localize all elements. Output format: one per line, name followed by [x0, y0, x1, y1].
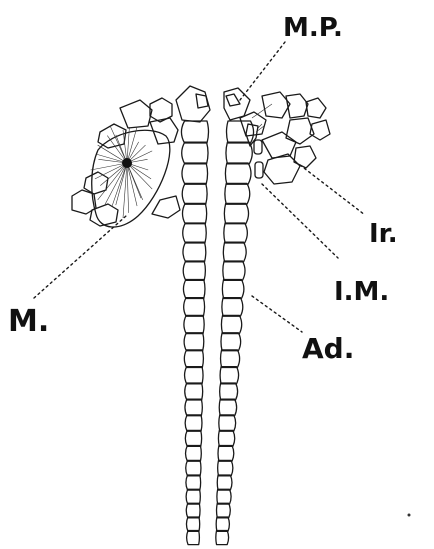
left-ambulacral-plate	[183, 279, 205, 298]
right-ambulacral-plate	[221, 333, 241, 351]
left-ambulacral-plate	[182, 203, 206, 223]
right-ambulacral-plate	[218, 460, 233, 475]
right-ambulacral-plate	[225, 163, 251, 184]
right-ambulacral-plate	[222, 279, 244, 298]
madreporite	[91, 127, 170, 227]
left-ambulacral-plate	[185, 430, 201, 446]
label-ir: Ir.	[369, 219, 398, 249]
left-ambulacral-plate	[185, 415, 202, 431]
left-ambulacral-plate	[181, 121, 208, 143]
label-im: I.M.	[334, 277, 389, 307]
left-ambulacral-plate	[184, 350, 203, 368]
label-ad: Ad.	[302, 332, 354, 365]
left-ambulacral-plate	[182, 142, 208, 164]
left-ambulacral-plate	[184, 315, 204, 333]
left-ambulacral-plate	[182, 183, 207, 204]
right-ambulacral-plate	[219, 415, 236, 431]
left-ambulacral-plate	[186, 460, 201, 475]
left-ambulacral-plate	[185, 367, 203, 384]
right-ambulacral-plate	[218, 446, 234, 462]
right-ambulacral-plate	[223, 242, 246, 262]
left-ambulacral-plate	[183, 242, 206, 262]
right-ambulacral-plate	[224, 203, 248, 223]
leader-mp	[240, 42, 285, 100]
left-ambulacral-plate	[184, 333, 204, 351]
label-m: M.	[8, 304, 49, 339]
madreporite-hatch-line	[127, 163, 129, 213]
left-ambulacral-plate	[186, 517, 199, 531]
right-plate-column	[216, 121, 254, 545]
leader-m	[34, 216, 126, 298]
right-ambulacral-plate	[217, 489, 231, 504]
right-ambulacral-plate	[218, 430, 234, 446]
leader-ir	[300, 165, 365, 215]
left-tip-plate-inner	[196, 94, 208, 108]
right-ambulacral-plate	[222, 298, 243, 317]
leader-im	[262, 184, 338, 258]
left-ambulacral-plate	[186, 489, 200, 504]
left-ambulacral-plate	[186, 475, 201, 490]
right-ambulacral-plate	[217, 503, 231, 518]
left-ambulacral-plate	[186, 446, 202, 462]
right-ambulacral-plate	[216, 531, 229, 545]
left-ambulacral-plate	[185, 383, 203, 400]
madreporite-hatch-line	[105, 163, 127, 204]
left-plate-column	[181, 121, 208, 545]
left-ambulacral-plate	[184, 298, 205, 317]
madreporite-hatch-line	[91, 163, 127, 170]
right-ambulacral-plate	[224, 223, 248, 243]
left-ambulacral-plate	[185, 399, 202, 416]
right-plate-cluster	[240, 92, 330, 184]
right-ambulacral-plate	[220, 367, 238, 384]
right-ambulacral-plate	[220, 383, 238, 400]
right-ambulacral-plate	[221, 350, 240, 368]
right-ambulacral-plate	[221, 315, 241, 333]
right-ambulacral-plate	[216, 517, 229, 531]
leader-ad	[252, 296, 302, 332]
ink-speck	[408, 514, 411, 517]
left-ambulacral-plate	[186, 503, 200, 518]
right-ambulacral-plate	[225, 183, 250, 204]
label-mp: M.P.	[283, 13, 343, 43]
left-ambulacral-plate	[183, 261, 205, 280]
madreporite-hatch-line	[98, 163, 127, 200]
left-ambulacral-plate	[182, 163, 208, 184]
right-ambulacral-plate	[217, 475, 232, 490]
right-ambulacral-plate	[223, 261, 245, 280]
right-ambulacral-plate	[219, 399, 236, 416]
left-ambulacral-plate	[187, 531, 200, 545]
left-ambulacral-plate	[183, 223, 207, 243]
right-tip-plate-inner	[226, 94, 240, 106]
right-ambulacral-plate	[226, 142, 252, 164]
left-tip-plate	[176, 86, 210, 122]
